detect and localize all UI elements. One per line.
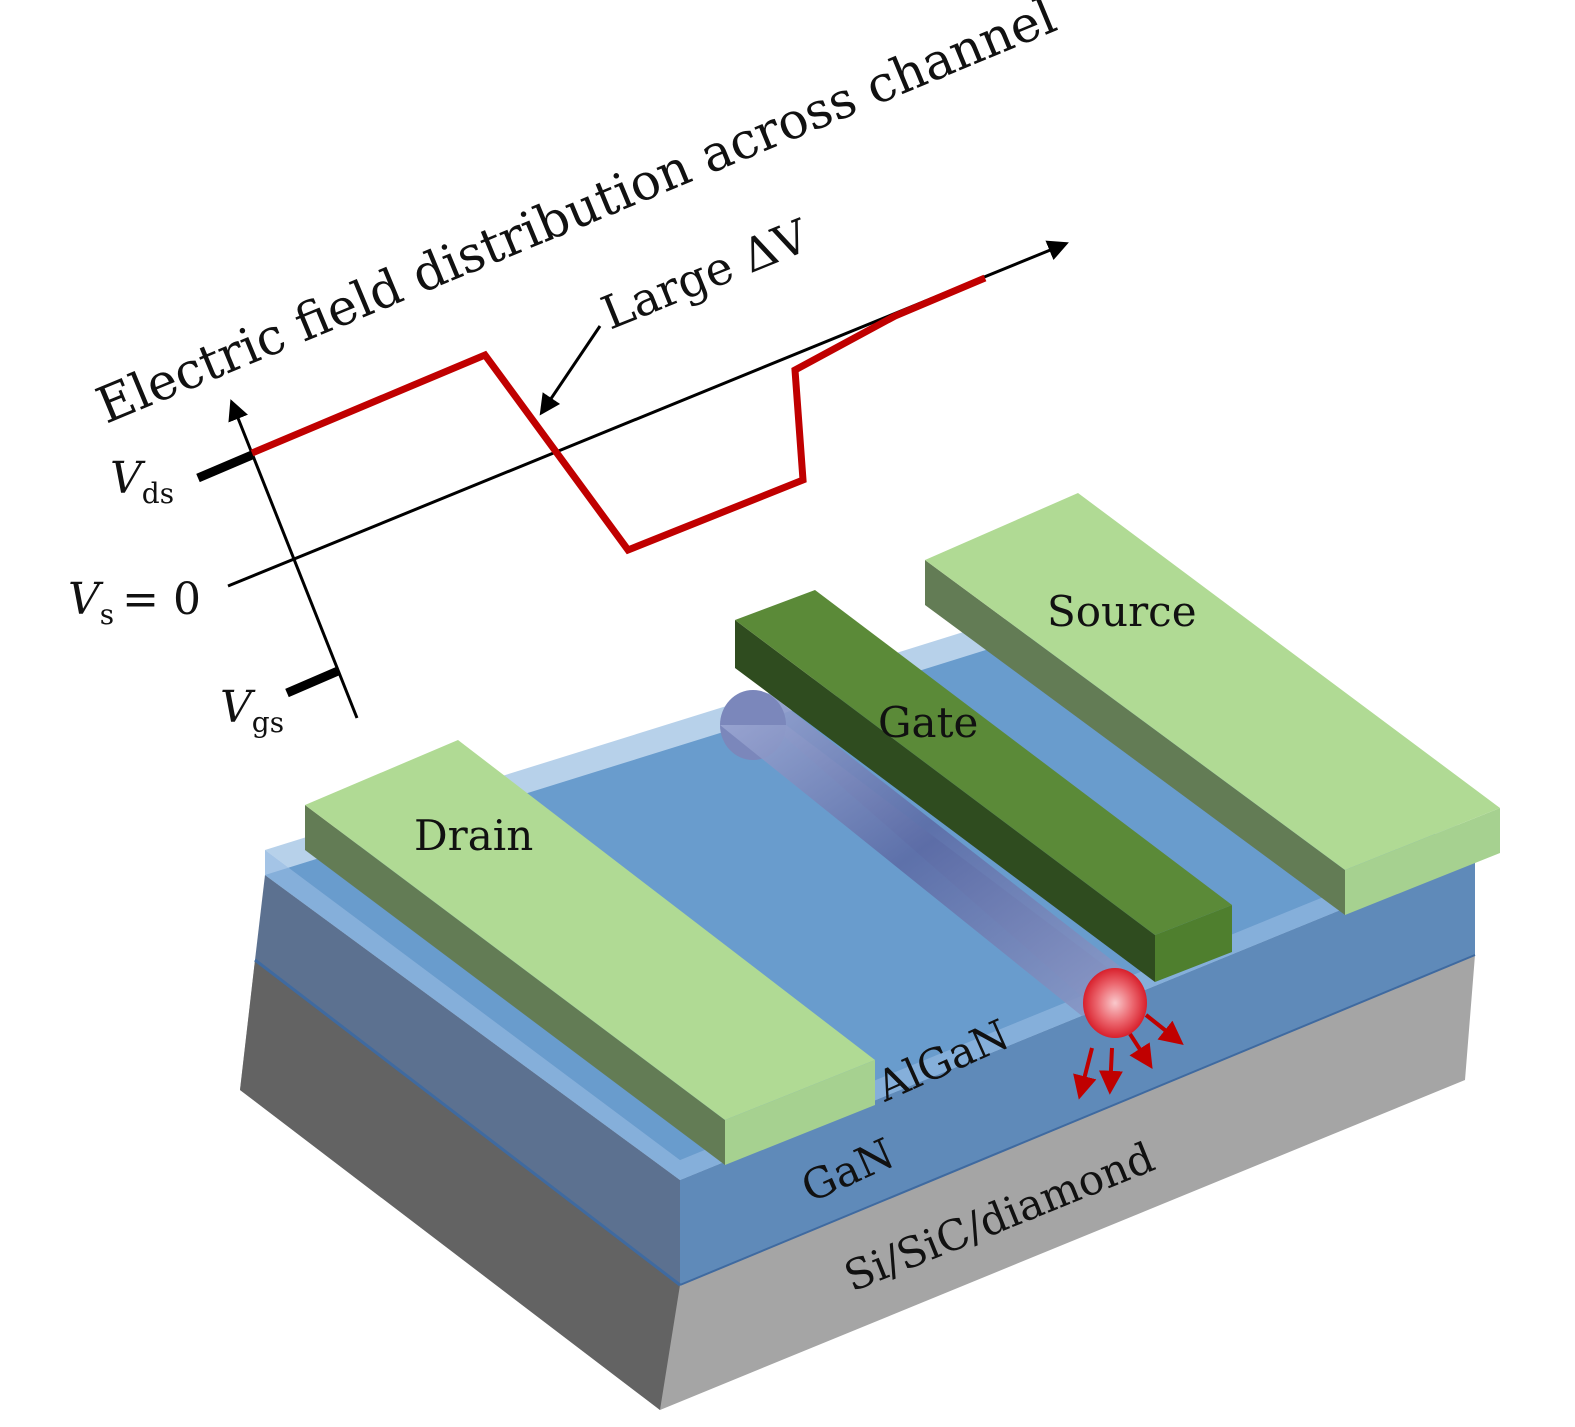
source-contact: [925, 493, 1500, 915]
hotspot: [1083, 968, 1147, 1038]
vds-tick: [196, 450, 254, 483]
field-curve: [250, 274, 987, 555]
heat-arrows-icon: [1073, 1013, 1184, 1100]
vs-label: Vs= 0: [68, 574, 201, 631]
vgs-tick: [285, 666, 340, 698]
vds-label: Vds: [110, 453, 174, 510]
plot-title: Electric field distribution across chann…: [88, 0, 1064, 435]
gate-contact: [735, 590, 1232, 982]
source-label: Source: [1047, 587, 1197, 636]
large-dv-label: Large ΔV: [594, 208, 817, 340]
large-dv-arrow: [539, 325, 602, 416]
field-plot: [196, 240, 1069, 719]
channel-cylinder: [720, 690, 1145, 1016]
drain-label: Drain: [414, 811, 533, 860]
substrate-layer: [240, 955, 1475, 1410]
vgs-label: Vgs: [220, 682, 284, 739]
gate-label: Gate: [878, 698, 978, 747]
vertical-axis: [228, 399, 359, 719]
drain-contact: [305, 740, 875, 1165]
